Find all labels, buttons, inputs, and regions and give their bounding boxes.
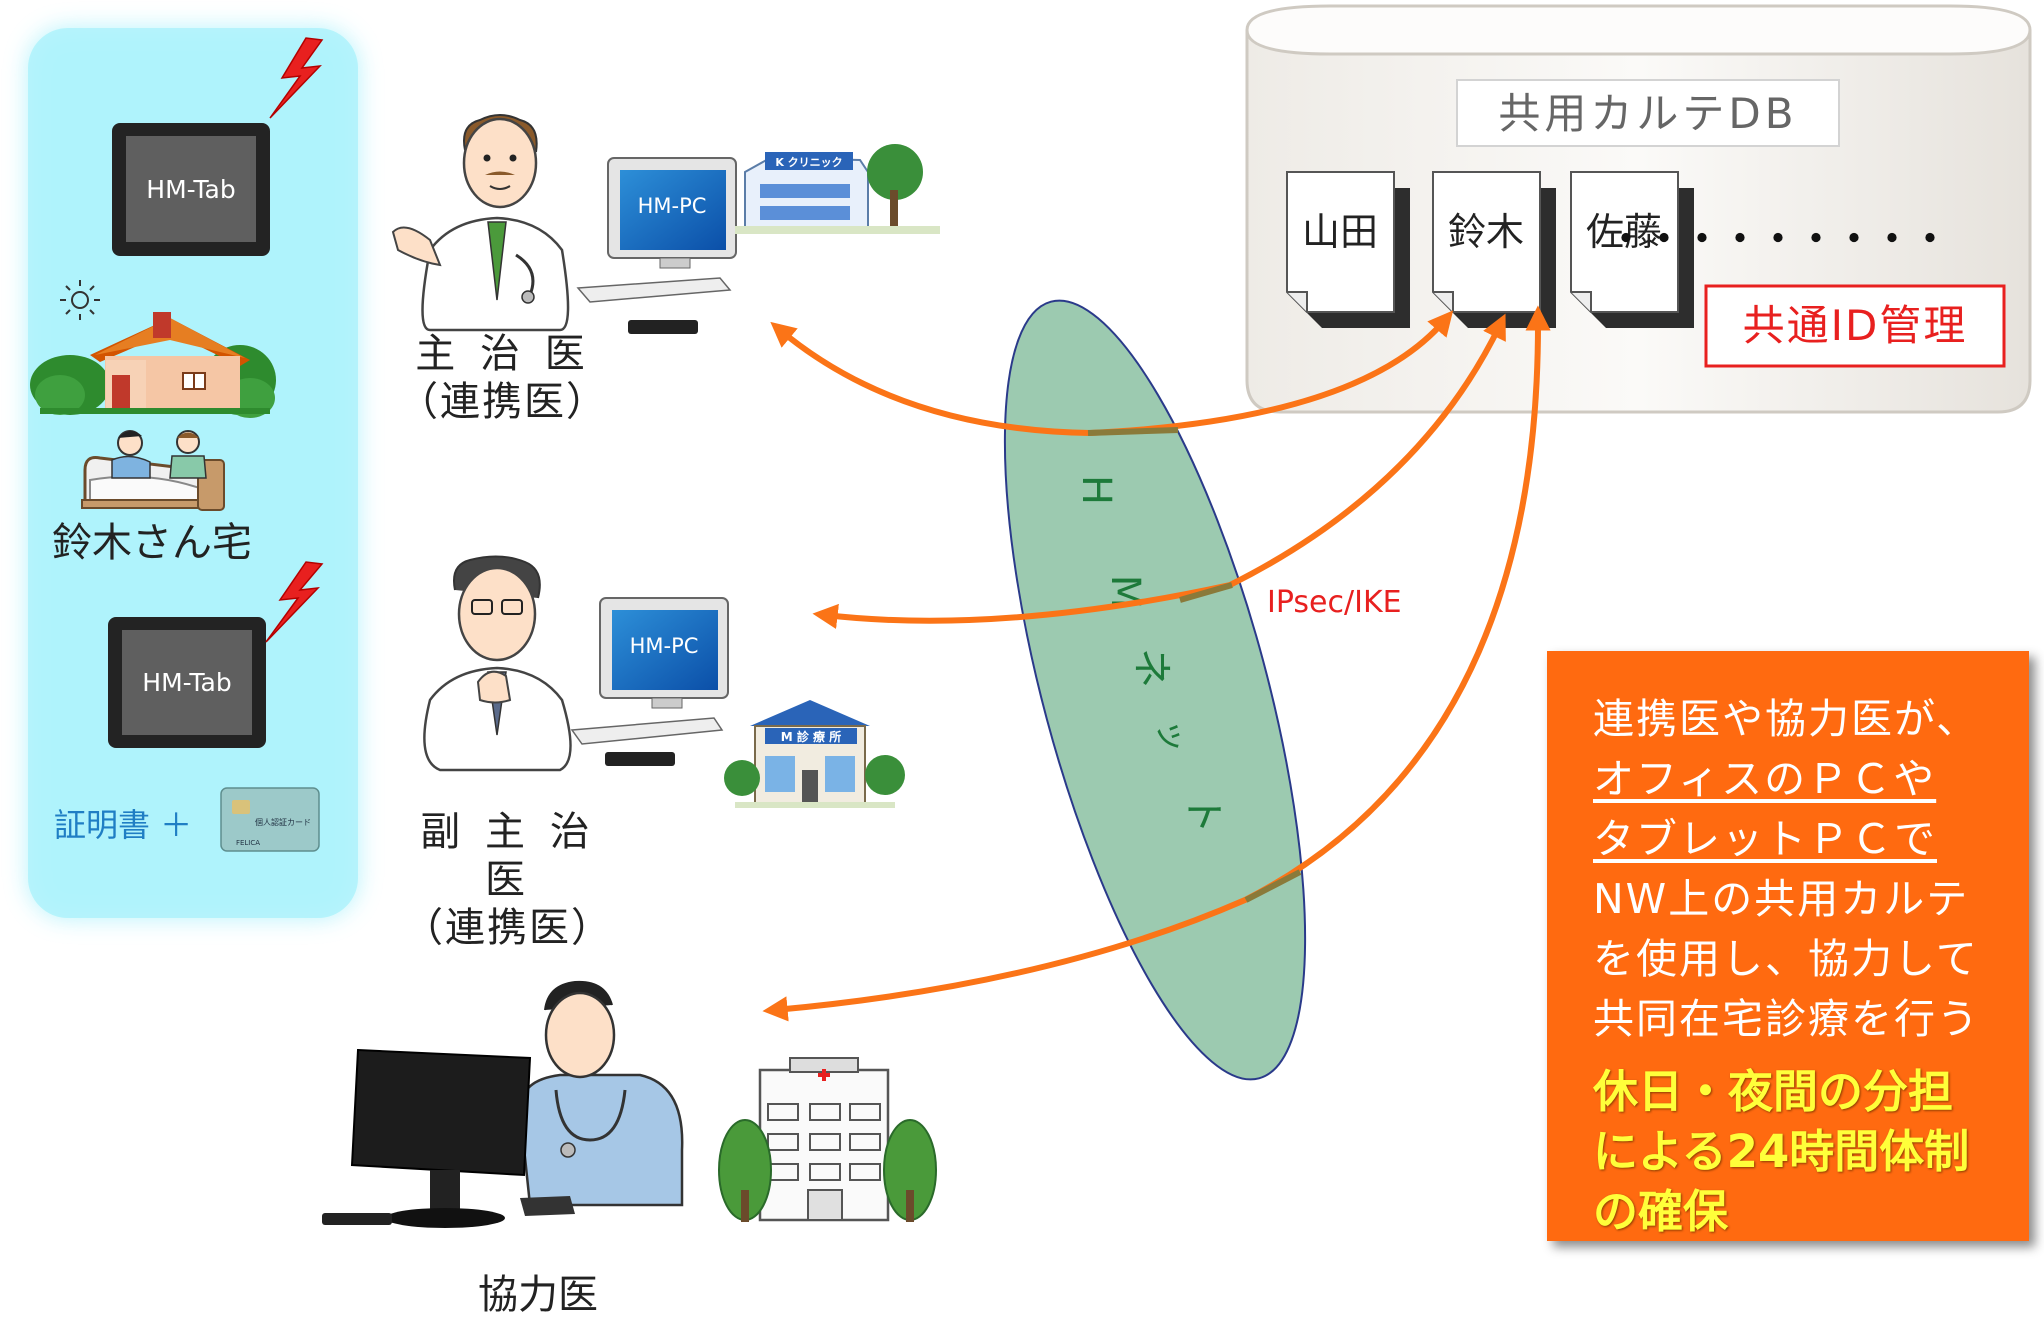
tablet-top-label: HM-Tab: [146, 175, 235, 204]
desktop-monitor-icon: [322, 1048, 575, 1228]
house-icon: [30, 312, 276, 418]
doctor-sub: （連携医）: [403, 905, 613, 951]
clinic-m-icon: M 診 療 所: [724, 700, 905, 808]
id-management-label: 共通ID管理: [1743, 301, 1968, 350]
pc-main-icon: HM-PC: [576, 157, 737, 334]
info-line: を使用し、協力して: [1593, 935, 1979, 983]
tablet-top: HM-Tab: [112, 123, 270, 256]
lightning-icon: [269, 37, 324, 119]
lightning-icon: [265, 561, 324, 643]
info-line: オフィスのＰＣや: [1593, 755, 1937, 803]
id-management-box: 共通ID管理: [1704, 284, 2006, 368]
record-name: 山田: [1302, 210, 1378, 254]
info-highlight: による24時間体制: [1593, 1125, 1970, 1178]
info-line: NW上の共用カルテ: [1593, 875, 1970, 923]
record-sato: 佐藤: [1570, 171, 1694, 328]
db-title: 共用カルテDB: [1498, 89, 1797, 138]
records-ellipsis: ・・・・・・・・・: [1607, 217, 1949, 261]
pc-label: HM-PC: [630, 634, 699, 658]
sun-icon: [60, 280, 100, 320]
db-title-box: [1456, 79, 1840, 147]
pc-label: HM-PC: [638, 194, 707, 218]
card-brand: FELICA: [236, 839, 260, 847]
network-char: ト: [1180, 794, 1226, 834]
doctor-sub: （連携医）: [398, 379, 608, 425]
card-label: 個人認証カード: [255, 817, 311, 827]
record-suzuki: 鈴木: [1432, 171, 1556, 328]
ipsec-label: IPsec/IKE: [1267, 585, 1402, 620]
network-char: ッ: [1151, 719, 1191, 753]
network-char: H: [1073, 475, 1119, 505]
hospital-icon: [718, 1057, 937, 1222]
doctor-coop-icon: [518, 980, 684, 1207]
record-yamada: 山田: [1286, 171, 1410, 328]
clinic-label: K クリニック: [775, 156, 842, 169]
doctor-sub-icon: [423, 555, 572, 772]
info-line: 共同在宅診療を行う: [1593, 995, 1980, 1043]
doctor-sub-label: 副 主 治 医 （連携医）: [388, 808, 628, 952]
info-line: タブレットＰＣで: [1593, 815, 1937, 863]
clinic-k-icon: K クリニック: [735, 144, 940, 234]
doctor-main-icon: [391, 114, 570, 332]
pc-sub-icon: HM-PC: [570, 597, 729, 766]
patient-bed-icon: [81, 430, 225, 511]
doctor-role: 副 主 治 医: [420, 809, 596, 903]
network-char: ネ: [1128, 648, 1174, 688]
clinic-label: M 診 療 所: [781, 729, 841, 744]
doctor-coop-label: 協力医: [478, 1272, 598, 1318]
record-name: 佐藤: [1586, 210, 1662, 254]
tablet-bottom-label: HM-Tab: [142, 668, 231, 697]
info-box: 連携医や協力医が、 オフィスのＰＣや タブレットＰＣで NW上の共用カルテ を使…: [1547, 651, 2029, 1241]
info-highlight: 休日・夜間の分担: [1593, 1065, 1954, 1118]
info-line: 連携医や協力医が、: [1593, 695, 1980, 743]
info-highlight: の確保: [1593, 1185, 1729, 1238]
id-card-icon: 個人認証カード FELICA: [220, 787, 320, 852]
connection-arrows: [762, 305, 1551, 1022]
record-name: 鈴木: [1448, 210, 1524, 254]
home-label: 鈴木さん宅: [52, 520, 252, 566]
certificate-label: 証明書 ＋: [54, 806, 193, 844]
tablet-bottom: HM-Tab: [108, 617, 266, 748]
doctor-main-label: 主 治 医 （連携医）: [398, 330, 608, 426]
doctor-role: 主 治 医: [415, 331, 591, 377]
